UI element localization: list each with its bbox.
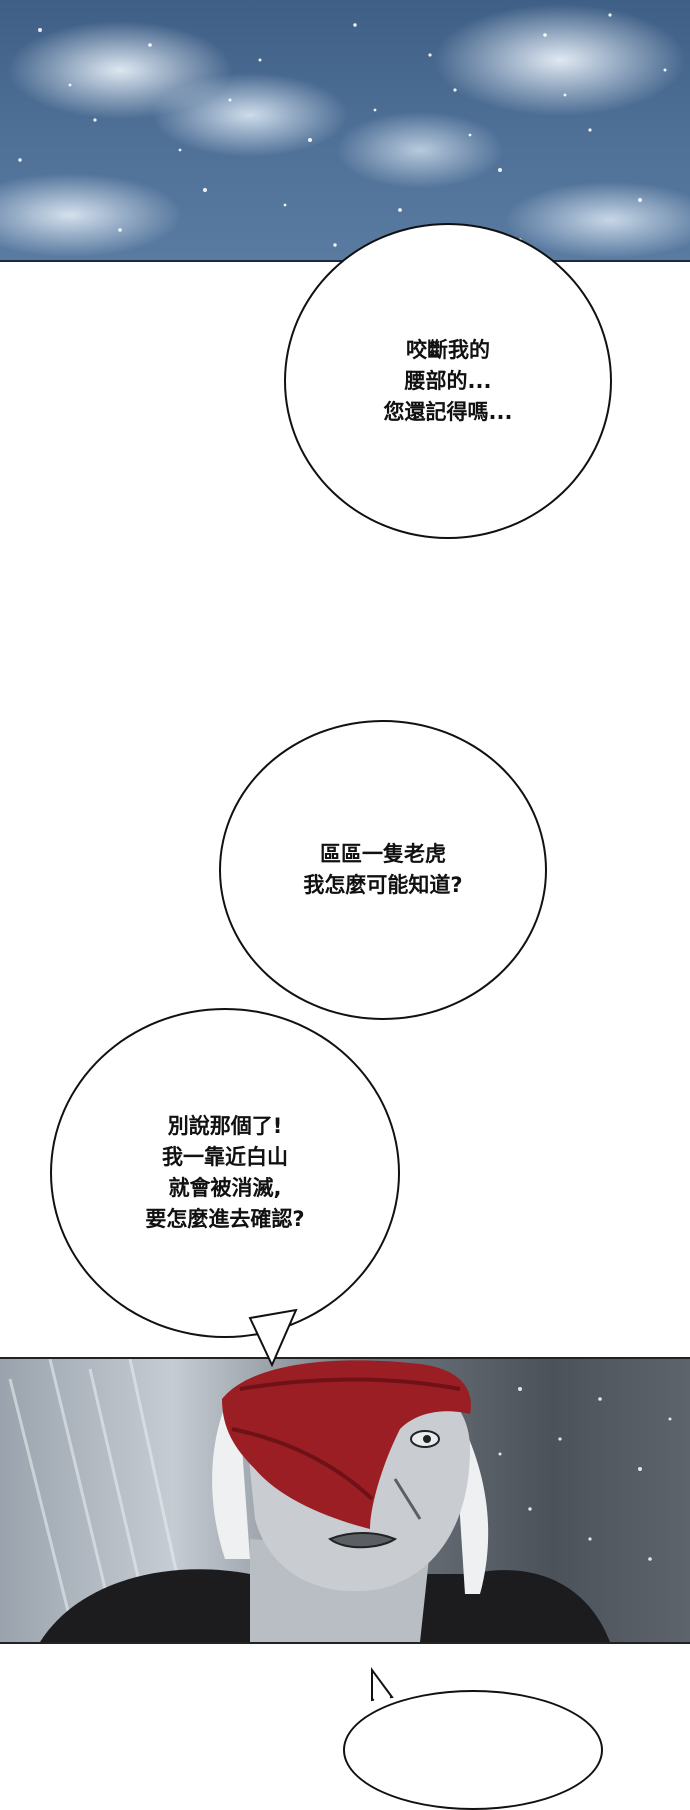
character-panel: [0, 1357, 690, 1644]
speech-bubble-text: 別說那個了! 我一靠近白山 就會被消滅, 要怎麼進去確認?: [145, 1114, 305, 1231]
character-illustration: [8, 1359, 672, 1642]
speech-bubble-text: 咬斷我的 腰部的... 您還記得嗎...: [383, 337, 513, 424]
speech-bubble-2: 區區一隻老虎 我怎麼可能知道?: [219, 720, 547, 1020]
snow-flakes: [18, 13, 667, 247]
speech-bubble-1: 咬斷我的 腰部的... 您還記得嗎...: [284, 223, 612, 539]
speech-bubble-3: 別說那個了! 我一靠近白山 就會被消滅, 要怎麼進去確認?: [50, 1008, 400, 1338]
sky-panel: [0, 0, 690, 262]
speech-bubble-4: [343, 1690, 603, 1810]
speech-bubble-text: 區區一隻老虎 我怎麼可能知道?: [303, 842, 463, 897]
